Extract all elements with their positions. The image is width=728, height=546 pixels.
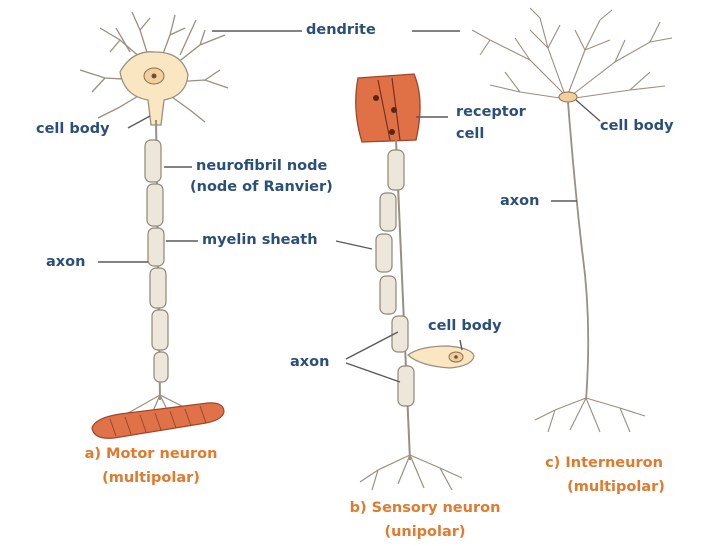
label-cell-body-sensory: cell body	[428, 318, 502, 334]
sensory-cell-body-shape	[407, 345, 475, 369]
label-axon-inter: axon	[500, 193, 540, 209]
label-node-of-ranvier: (node of Ranvier)	[190, 179, 333, 195]
label-receptor: receptor	[456, 104, 526, 120]
inter-cell-body-shape	[558, 91, 578, 103]
inter-dendrites-shape	[471, 7, 673, 99]
receptor-cell-shape	[355, 73, 421, 143]
motor-myelin-sheath-shape	[144, 139, 169, 383]
inter-axon-line	[567, 101, 590, 401]
label-cell-body-motor: cell body	[36, 121, 110, 137]
label-axon-motor: axon	[46, 254, 86, 270]
caption-inter-type: (multipolar)	[567, 479, 665, 495]
label-dendrite: dendrite	[306, 22, 376, 38]
inter-terminals-shape	[534, 397, 646, 433]
label-neurofibril-node: neurofibril node	[196, 158, 328, 174]
caption-sensory-title: b) Sensory neuron	[349, 500, 501, 516]
motor-neuron	[79, 11, 229, 439]
label-axon-sensory: axon	[290, 354, 330, 370]
leader-lines	[98, 30, 601, 383]
motor-cell-body-shape	[119, 51, 189, 126]
sensory-axon-line	[395, 139, 411, 461]
sensory-terminals-shape	[359, 454, 463, 491]
label-myelin-sheath: myelin sheath	[202, 232, 318, 248]
caption-motor-title: a) Motor neuron	[84, 446, 218, 462]
muscle-fiber-shape	[91, 402, 225, 439]
caption-inter-title: c) Interneuron	[545, 455, 663, 471]
caption-motor-type: (multipolar)	[102, 470, 200, 486]
interneuron	[471, 7, 673, 433]
sensory-neuron	[355, 73, 475, 491]
label-cell-body-inter: cell body	[600, 118, 674, 134]
sensory-myelin-sheath-shape	[375, 149, 415, 407]
caption-sensory-type: (unipolar)	[384, 524, 466, 540]
label-receptor-cell: cell	[456, 126, 485, 142]
